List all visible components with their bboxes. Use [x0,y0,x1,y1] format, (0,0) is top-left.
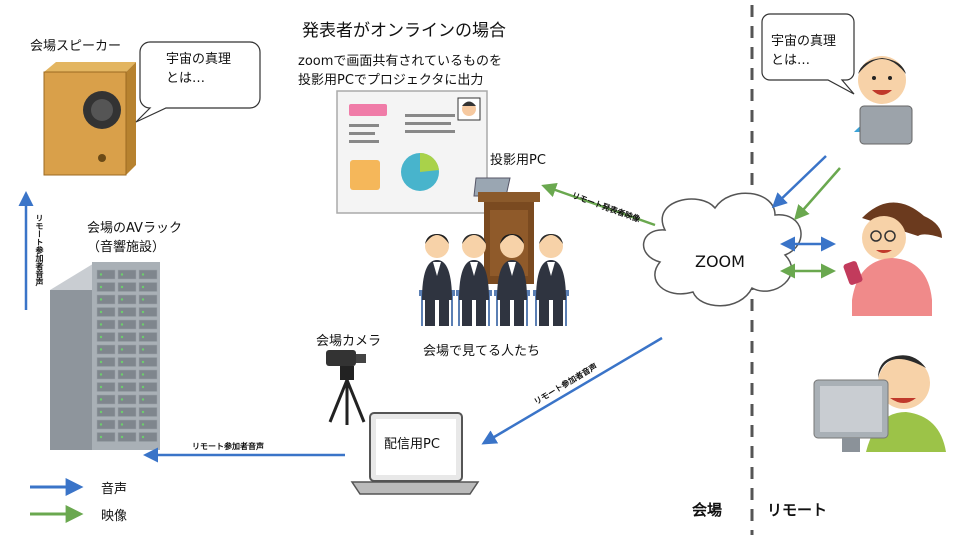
projection-screen [336,90,488,214]
projection-pc-label: 投影用PC [490,153,546,168]
arrow-video-remote-to-zoom [794,167,841,221]
arrow-video-zoom-to-projection-pc [541,182,656,227]
diagram-title: 発表者がオンラインの場合 [302,21,506,41]
venue-speaker-label: 会場スピーカー [30,39,122,54]
av-rack-label: 会場のAVラック （音響施設） [87,221,182,255]
arrow-audio-zoom-to-streaming-pc [481,336,663,445]
arrow-label-remote-audio-vertical: リモート参加者音声 [35,214,44,286]
speech-bubble-left [135,41,261,123]
remote-side-label: リモート [767,501,828,519]
venue-side-label: 会場 [692,501,723,519]
venue-camera-label: 会場カメラ [316,334,382,349]
legend-audio-label: 音声 [101,482,128,497]
audience-icon [419,234,569,326]
legend-video-label: 映像 [101,509,128,524]
arrow-label-remote-audio-to-rack: リモート参加者音声 [192,442,264,451]
streaming-laptop-icon [350,412,480,495]
speech-bubble-right [761,13,855,95]
speech-bubble-left-text: 宇宙の真理 とは… [166,52,232,86]
speaker-icon [43,62,136,176]
zoom-label: ZOOM [695,252,745,271]
remote-presenter-icon [854,56,913,145]
remote-participant-pc-icon [813,355,946,452]
remote-participant-phone-icon [843,202,942,316]
projector-note: zoomで画面共有されているものを 投影用PCでプロジェクタに出力 [298,54,503,88]
zoom-cloud [642,192,802,307]
speech-bubble-right-text: 宇宙の真理 とは… [771,34,837,68]
camera-icon [326,350,366,425]
av-rack-icon [50,262,160,450]
streaming-pc-label: 配信用PC [384,437,440,452]
arrow-audio-remote-to-zoom [771,155,827,209]
audience-label: 会場で見てる人たち [423,344,541,359]
